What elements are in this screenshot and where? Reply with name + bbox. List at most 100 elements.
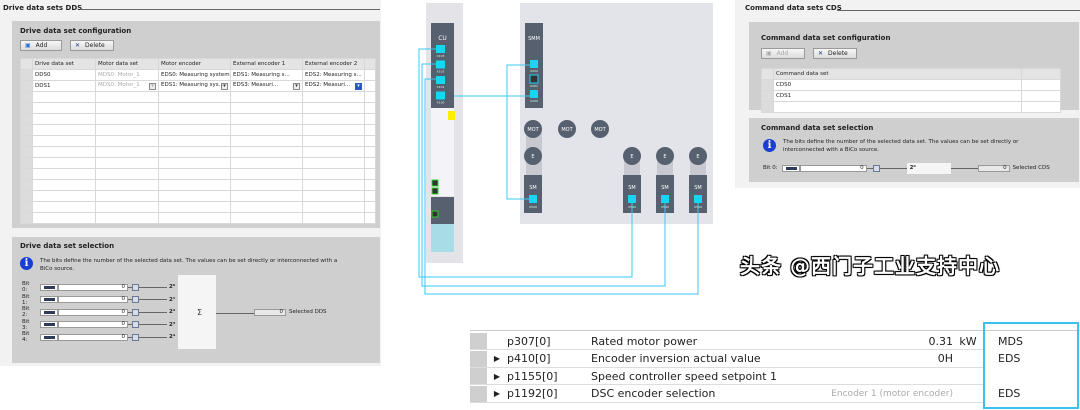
row-header[interactable] (761, 90, 774, 102)
empty-cell (95, 157, 159, 169)
bit-value-input[interactable]: 0 (58, 321, 128, 328)
expand-arrow-icon[interactable]: ▶ (493, 354, 501, 363)
delete-button[interactable]: ✕Delete (70, 40, 114, 51)
empty-cell (32, 157, 96, 169)
selected-cds-value: 0 (977, 164, 1010, 172)
row-header[interactable] (761, 79, 774, 91)
parameter-value[interactable]: Encoder 1 (motor encoder) (831, 388, 953, 399)
empty-cell (32, 135, 96, 147)
bico-connector-button[interactable] (40, 333, 58, 341)
delete-icon: ✕ (75, 42, 81, 49)
empty-cell (364, 212, 376, 224)
row-header (20, 179, 33, 191)
sm-label: SM (694, 185, 702, 191)
sm-port (529, 195, 537, 203)
dropdown-arrow-icon[interactable]: ▾ (355, 83, 362, 90)
bico-connector-button[interactable] (40, 283, 58, 291)
table-cell[interactable]: EDS0: Measuring system... (158, 69, 231, 81)
cu-front (431, 108, 454, 178)
empty-row (20, 102, 376, 114)
bit-label: Bit 2: (22, 306, 30, 318)
sm-label: SM (661, 185, 669, 191)
delete-button[interactable]: ✕Delete (813, 48, 857, 59)
bit-value-input[interactable]: 0 (58, 333, 128, 341)
empty-cell (158, 201, 231, 213)
empty-row (20, 146, 376, 158)
bit-switch[interactable] (872, 164, 880, 172)
column-header[interactable]: External encoder 1 (230, 58, 303, 70)
empty-cell (364, 179, 376, 191)
cell-text: EDS2: Measuri... (305, 82, 351, 88)
row-header (20, 157, 33, 169)
bico-connector-button[interactable] (40, 308, 58, 316)
table-cell[interactable]: DDS0 (32, 69, 96, 81)
connector-line (128, 336, 132, 338)
connector-line (128, 299, 132, 300)
bit-switch[interactable] (132, 321, 139, 328)
cu-port (436, 76, 445, 84)
table-cell[interactable]: ▾EDS3: Measuri... (230, 80, 303, 92)
row-header[interactable] (20, 69, 33, 81)
connector-line (950, 167, 978, 169)
column-header[interactable]: Drive data set (32, 58, 96, 70)
table-cell[interactable]: EDS2: Measuring s... (302, 69, 365, 81)
divider (837, 10, 1080, 11)
column-header[interactable]: Motor encoder (158, 58, 231, 70)
bit-switch[interactable] (132, 283, 139, 291)
empty-cell (95, 190, 159, 202)
table-row[interactable]: CDS1 (761, 90, 1061, 102)
dropdown-arrow-icon[interactable]: ▾ (221, 83, 228, 90)
parameter-value[interactable]: 0H (937, 352, 953, 365)
expand-arrow-icon[interactable]: ▶ (493, 389, 501, 398)
bit-switch[interactable] (132, 296, 139, 303)
column-header[interactable]: Motor data set (95, 58, 159, 70)
dropdown-arrow-icon[interactable]: ▾ (149, 83, 156, 90)
bico-connector-button[interactable] (40, 321, 58, 328)
ethernet-port-icon (431, 179, 439, 187)
table-row[interactable]: CDS0 (761, 79, 1061, 91)
table-cell[interactable]: MDS0: Motor_1 (95, 69, 159, 81)
table-cell[interactable]: ▾EDS1: Measuring sys... (158, 80, 231, 92)
table-cell[interactable]: EDS1: Measuring s... (230, 69, 303, 81)
table-cell[interactable]: CDS1 (773, 90, 1022, 102)
port-label: X100 (437, 101, 445, 105)
drive-cliq-cable (506, 64, 530, 200)
bit-value-input[interactable]: 0 (799, 164, 867, 172)
bico-connector-button[interactable] (40, 296, 58, 303)
empty-cell (302, 102, 365, 114)
parameter-value[interactable]: 0.31 (928, 334, 954, 348)
parameter-row[interactable]: ▶p1155[0]Speed controller speed setpoint… (470, 368, 985, 385)
cu-port (436, 45, 445, 53)
dropdown-arrow-icon[interactable]: ▾ (293, 83, 300, 90)
expand-arrow-icon[interactable]: ▶ (493, 371, 501, 381)
column-header[interactable]: External encoder 2 (302, 58, 365, 70)
connector-line (866, 167, 873, 169)
row-header[interactable] (20, 80, 33, 92)
filler (1021, 90, 1061, 102)
bit-value-input[interactable]: 0 (58, 296, 128, 303)
smm-port (530, 60, 538, 68)
bit-switch[interactable] (132, 333, 139, 341)
empty-cell (302, 190, 365, 202)
bit-value-input[interactable]: 0 (58, 283, 128, 291)
bit-switch[interactable] (132, 308, 139, 316)
motor-label: MOT (594, 127, 606, 133)
table-cell[interactable]: CDS0 (773, 79, 1022, 91)
table-row[interactable]: DDS1▾MDS0: Motor_1▾EDS1: Measuring sys..… (20, 80, 376, 92)
bico-connector-button[interactable] (781, 164, 800, 172)
column-header[interactable]: Command data set (773, 68, 1022, 80)
table-cell[interactable]: ▾MDS0: Motor_1 (95, 80, 159, 92)
add-button[interactable]: ▣Add (20, 40, 62, 51)
add-button[interactable]: ▣Add (761, 48, 805, 59)
table-cell[interactable]: ▾ EDS2: Measuri... (302, 80, 365, 92)
empty-cell (158, 146, 231, 158)
table-cell[interactable]: DDS1 (32, 80, 96, 92)
bit-value-input[interactable]: 0 (58, 308, 128, 316)
